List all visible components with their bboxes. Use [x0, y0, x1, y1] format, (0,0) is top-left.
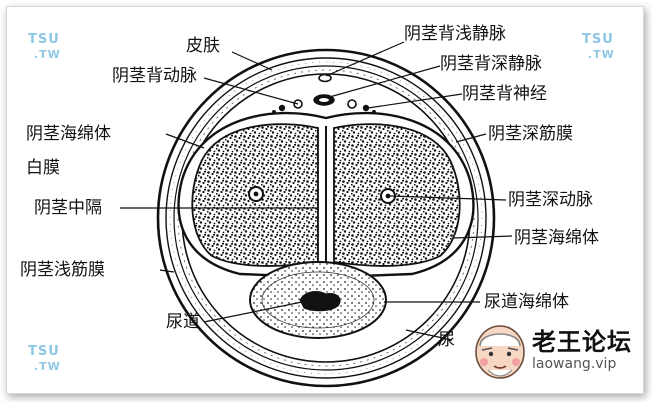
- label-septum: 阴茎中隔: [34, 198, 102, 218]
- watermark-tsu-top-right: TSU .TW: [582, 32, 615, 61]
- label-tunica-albuginea: 白膜: [26, 158, 60, 178]
- label-skin: 皮肤: [186, 36, 220, 56]
- label-corpus-cavernosum-right: 阴茎海绵体: [514, 228, 599, 248]
- old-man-avatar-icon: [475, 325, 525, 379]
- label-superficial-dorsal-vein: 阴茎背浅静脉: [404, 24, 506, 44]
- dorsal-artery-right: [347, 99, 357, 109]
- label-dorsal-nerve: 阴茎背神经: [462, 84, 547, 104]
- brand-badge: 老王论坛 laowang.vip: [470, 318, 640, 384]
- label-partial-hidden: 尿: [438, 330, 455, 350]
- superficial-fascia-ring: [173, 65, 479, 371]
- label-urethra: 尿道: [166, 312, 200, 332]
- label-superficial-fascia: 阴茎浅筋膜: [20, 260, 105, 280]
- label-deep-fascia: 阴茎深筋膜: [488, 124, 573, 144]
- label-dorsal-artery: 阴茎背动脉: [112, 66, 197, 86]
- dorsal-nerve-left: [278, 104, 286, 112]
- leader-lines: [120, 41, 513, 341]
- label-deep-dorsal-vein: 阴茎背深静脉: [440, 54, 542, 74]
- label-corpus-spongiosum: 尿道海绵体: [484, 292, 569, 312]
- skin-inner-ring: [165, 57, 487, 379]
- dorsal-nerve-right: [362, 104, 370, 112]
- watermark-tsu-top-left: TSU .TW: [28, 32, 61, 61]
- urethra-lumen: [299, 291, 341, 312]
- watermark-tsu-bottom-left: TSU .TW: [28, 344, 61, 373]
- brand-url: laowang.vip: [532, 356, 617, 372]
- label-corpus-cavernosum-left: 阴茎海绵体: [26, 124, 111, 144]
- corpus-cavernosum-right: [333, 123, 461, 267]
- brand-title: 老王论坛: [532, 328, 632, 356]
- superficial-dorsal-vein: [318, 73, 332, 83]
- label-deep-artery: 阴茎深动脉: [508, 190, 593, 210]
